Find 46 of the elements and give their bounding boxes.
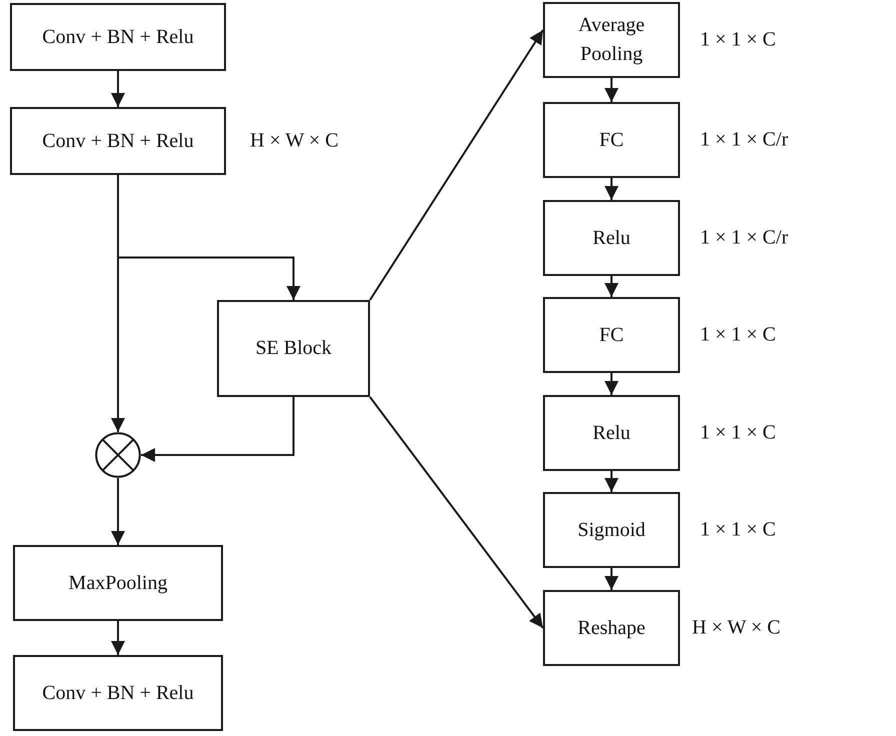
dimension-note: 1 × 1 × C	[700, 324, 776, 346]
dimension-note: 1 × 1 × C	[700, 28, 776, 52]
arrow	[141, 397, 294, 462]
process-box	[543, 492, 680, 568]
arrow	[604, 471, 618, 492]
arrow	[604, 373, 618, 395]
arrow	[369, 396, 544, 629]
dimension-note: 1 × 1 × C	[700, 422, 776, 444]
arrow	[111, 478, 125, 545]
arrow	[604, 568, 618, 590]
process-box	[10, 3, 226, 71]
process-box	[10, 107, 226, 175]
process-box	[543, 395, 680, 471]
dimension-note: 1 × 1 × C/r	[700, 128, 788, 152]
process-box	[543, 102, 680, 178]
box-label: Sigmoid	[576, 518, 646, 542]
dimension-note: 1 × 1 × C/r	[700, 226, 788, 250]
multiply-symbol	[95, 432, 141, 478]
process-box	[543, 200, 680, 276]
process-box	[13, 545, 223, 621]
dimension-note: H × W × C	[692, 616, 780, 640]
box-label: FC	[598, 128, 625, 152]
dimension-note: 1 × 1 × C	[700, 518, 776, 542]
box-label: Relu	[592, 420, 632, 446]
arrow	[604, 178, 618, 200]
arrow	[111, 71, 125, 107]
box-label: SE Block	[254, 336, 333, 361]
box-label: Conv + BN + Relu	[41, 24, 195, 50]
process-box	[543, 297, 680, 373]
box-label: Average Pooling	[577, 13, 646, 67]
arrow	[111, 175, 125, 432]
dimension-note: H × W × C	[250, 130, 338, 152]
arrow	[111, 621, 125, 655]
process-box	[543, 2, 680, 78]
box-label: Relu	[592, 226, 632, 250]
box-label: Conv + BN + Relu	[41, 680, 195, 706]
arrow	[604, 276, 618, 297]
process-box	[13, 655, 223, 731]
box-label: Conv + BN + Relu	[41, 128, 195, 154]
box-label: MaxPooling	[68, 570, 168, 596]
box-label: FC	[598, 322, 625, 348]
box-label: Reshape	[576, 616, 646, 640]
arrow	[369, 29, 544, 301]
arrow	[604, 78, 618, 102]
process-box	[543, 590, 680, 666]
process-box	[217, 300, 370, 397]
